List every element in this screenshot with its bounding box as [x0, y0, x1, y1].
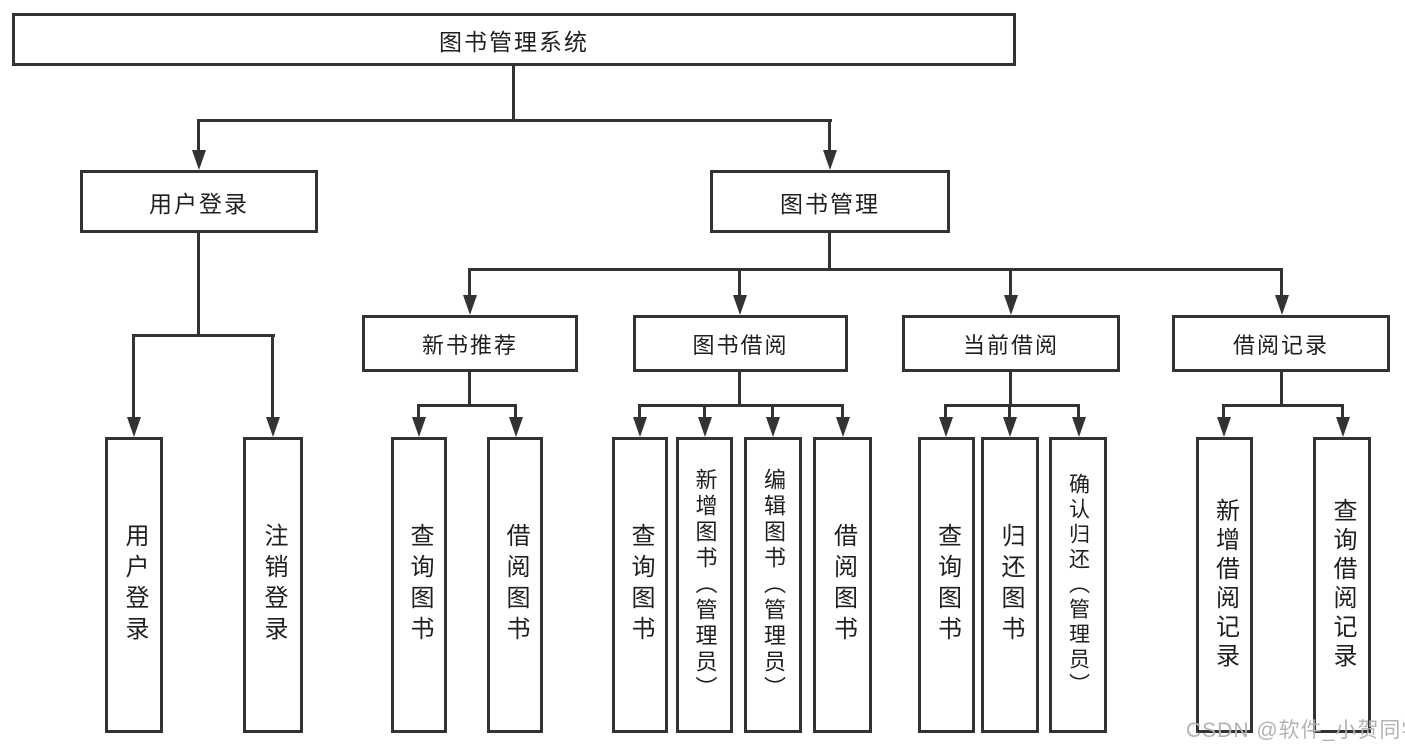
node-user-login: 用户登录 — [80, 170, 318, 233]
connector-line — [1341, 404, 1344, 420]
connector-line — [197, 119, 832, 122]
connector-line — [703, 404, 706, 420]
connector-line — [417, 404, 517, 407]
arrowhead-down-icon — [1004, 295, 1018, 315]
leaf-label: 借阅图书 — [829, 523, 857, 647]
leaf-confirm-return-admin: 确认归还（管理员） — [1049, 437, 1107, 733]
arrowhead-down-icon — [1336, 417, 1350, 437]
connector-line — [1222, 404, 1343, 407]
connector-line — [132, 334, 135, 420]
node-label: 新书推荐 — [421, 332, 518, 358]
leaf-logout: 注销登录 — [243, 437, 303, 733]
connector-line — [197, 119, 200, 154]
arrowhead-down-icon — [1217, 417, 1231, 437]
connector-line — [1280, 372, 1283, 407]
connector-line — [828, 119, 831, 154]
arrowhead-down-icon — [1072, 417, 1086, 437]
arrowhead-down-icon — [939, 417, 953, 437]
leaf-label: 确认归还（管理员） — [1066, 472, 1090, 698]
connector-line — [944, 404, 947, 420]
leaf-user-login: 用户登录 — [105, 437, 163, 733]
node-book-borrowing: 图书借阅 — [633, 315, 848, 372]
leaf-query-books-2: 查询图书 — [612, 437, 668, 733]
arrowhead-down-icon — [1003, 417, 1017, 437]
leaf-label: 查询图书 — [933, 523, 961, 647]
node-label: 图书管理 — [780, 190, 880, 217]
connector-line — [841, 404, 844, 420]
connector-line — [771, 404, 774, 420]
connector-line — [944, 404, 1080, 407]
leaf-label: 注销登录 — [260, 523, 287, 647]
connector-line — [1008, 404, 1011, 420]
leaf-label: 用户登录 — [121, 523, 148, 647]
arrowhead-down-icon — [836, 417, 850, 437]
node-label: 当前借阅 — [962, 332, 1059, 358]
arrowhead-down-icon — [766, 417, 780, 437]
node-label: 借阅记录 — [1232, 332, 1329, 358]
connector-line — [512, 66, 515, 122]
connector-line — [417, 404, 420, 420]
csdn-watermark: CSDN @软件_小贺同学 — [1186, 719, 1405, 742]
leaf-label: 新增借阅记录 — [1211, 498, 1239, 672]
node-current-borrowing: 当前借阅 — [902, 315, 1120, 372]
connector-line — [1077, 404, 1080, 420]
node-root-library-management-system: 图书管理系统 — [12, 13, 1016, 66]
connector-line — [828, 233, 831, 271]
leaf-edit-books-admin: 编辑图书（管理员） — [744, 437, 802, 733]
connector-line — [738, 372, 741, 407]
connector-line — [132, 334, 275, 337]
leaf-query-books-3: 查询图书 — [918, 437, 975, 733]
arrowhead-down-icon — [698, 417, 712, 437]
arrowhead-down-icon — [1275, 295, 1289, 315]
leaf-add-books-admin: 新增图书（管理员） — [676, 437, 733, 733]
leaf-label: 查询借阅记录 — [1329, 498, 1356, 672]
arrowhead-down-icon — [192, 150, 206, 170]
connector-line — [1222, 404, 1225, 420]
node-new-book-recommend: 新书推荐 — [362, 315, 578, 372]
connector-line — [197, 233, 200, 336]
leaf-borrow-books-1: 借阅图书 — [487, 437, 543, 733]
node-label: 用户登录 — [149, 190, 249, 217]
connector-line — [468, 268, 471, 298]
leaf-label: 编辑图书（管理员） — [761, 468, 786, 702]
connector-line — [468, 372, 471, 407]
arrowhead-down-icon — [733, 295, 747, 315]
node-label: 图书管理系统 — [439, 28, 589, 55]
arrowhead-down-icon — [266, 417, 280, 437]
leaf-label: 新增图书（管理员） — [692, 468, 718, 702]
leaf-query-borrow-record: 查询借阅记录 — [1313, 437, 1371, 733]
arrowhead-down-icon — [823, 150, 837, 170]
connector-line — [738, 268, 741, 298]
connector-line — [468, 268, 1283, 271]
leaf-label: 查询图书 — [406, 523, 433, 647]
arrowhead-down-icon — [412, 417, 426, 437]
connector-line — [1009, 268, 1012, 298]
leaf-label: 借阅图书 — [502, 523, 529, 647]
arrowhead-down-icon — [127, 417, 141, 437]
leaf-label: 查询图书 — [627, 523, 654, 647]
node-book-management: 图书管理 — [710, 170, 950, 233]
connector-line — [1280, 268, 1283, 298]
leaf-query-books-1: 查询图书 — [391, 437, 447, 733]
connector-line — [514, 404, 517, 420]
leaf-add-borrow-record: 新增借阅记录 — [1196, 437, 1253, 733]
connector-line — [271, 334, 274, 420]
arrowhead-down-icon — [509, 417, 523, 437]
leaf-borrow-books-2: 借阅图书 — [813, 437, 872, 733]
connector-line — [638, 404, 844, 407]
connector-line — [638, 404, 641, 420]
leaf-label: 归还图书 — [997, 523, 1024, 647]
node-label: 图书借阅 — [692, 332, 789, 358]
arrowhead-down-icon — [463, 295, 477, 315]
connector-line — [1009, 372, 1012, 407]
node-borrowing-records: 借阅记录 — [1172, 315, 1390, 372]
leaf-return-books: 归还图书 — [981, 437, 1039, 733]
arrowhead-down-icon — [633, 417, 647, 437]
